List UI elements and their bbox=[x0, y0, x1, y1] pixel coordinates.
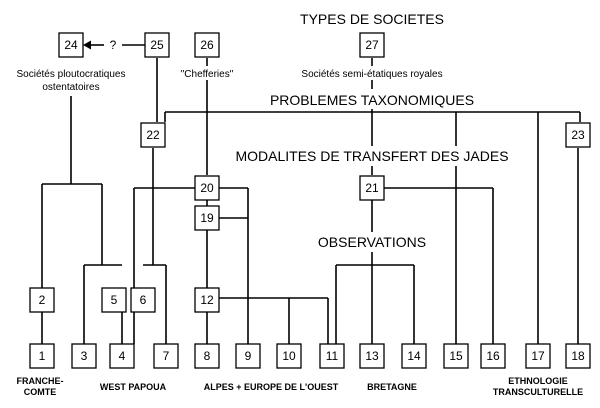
node-24: 24 bbox=[58, 32, 84, 58]
svg-text:6: 6 bbox=[140, 293, 147, 307]
node-13: 13 bbox=[359, 343, 385, 369]
group-ethnologie-line2: TRANSCULTURELLE bbox=[493, 387, 583, 397]
group-west-papoua: WEST PAPOUA bbox=[100, 382, 167, 392]
svg-text:26: 26 bbox=[200, 38, 214, 52]
group-bretagne: BRETAGNE bbox=[367, 382, 417, 392]
svg-text:16: 16 bbox=[486, 349, 500, 363]
node-1: 1 bbox=[29, 343, 55, 369]
node-27: 27 bbox=[359, 32, 385, 58]
type-labels: Sociétés ploutocratiques ostentatoires "… bbox=[10, 38, 448, 94]
svg-text:18: 18 bbox=[571, 349, 585, 363]
svg-text:5: 5 bbox=[111, 293, 118, 307]
node-2: 2 bbox=[29, 287, 55, 313]
group-franche-comte-line2: COMTE bbox=[24, 387, 57, 397]
node-23: 23 bbox=[565, 122, 591, 148]
svg-text:8: 8 bbox=[204, 349, 211, 363]
node-25: 25 bbox=[144, 32, 170, 58]
svg-text:14: 14 bbox=[407, 349, 421, 363]
header-modalites-transfert: MODALITES DE TRANSFERT DES JADES bbox=[235, 148, 508, 164]
nodes: 24 25 26 27 22 23 20 19 21 2 5 6 12 1 3 … bbox=[29, 32, 591, 369]
label-semi-etatiques: Sociétés semi-étatiques royales bbox=[301, 69, 442, 80]
header-observations: OBSERVATIONS bbox=[318, 234, 426, 250]
node-18: 18 bbox=[565, 343, 591, 369]
node-3: 3 bbox=[71, 343, 97, 369]
svg-text:20: 20 bbox=[200, 181, 214, 195]
label-ploutocratiques-line2: ostentatoires bbox=[42, 82, 99, 93]
svg-text:7: 7 bbox=[163, 349, 170, 363]
group-franche-comte-line1: FRANCHE- bbox=[17, 376, 64, 386]
svg-text:19: 19 bbox=[200, 211, 214, 225]
svg-text:13: 13 bbox=[365, 349, 379, 363]
svg-text:24: 24 bbox=[64, 38, 78, 52]
node-5: 5 bbox=[101, 287, 127, 313]
group-labels: FRANCHE- COMTE WEST PAPOUA ALPES + EUROP… bbox=[17, 376, 584, 397]
node-4: 4 bbox=[109, 343, 135, 369]
node-15: 15 bbox=[443, 343, 469, 369]
node-6: 6 bbox=[130, 287, 156, 313]
node-12: 12 bbox=[194, 287, 220, 313]
node-11: 11 bbox=[319, 343, 345, 369]
svg-text:12: 12 bbox=[200, 293, 214, 307]
section-headers: TYPES DE SOCIETES PROBLEMES TAXONOMIQUES… bbox=[235, 8, 509, 252]
label-ploutocratiques-line1: Sociétés ploutocratiques bbox=[17, 69, 126, 80]
svg-text:10: 10 bbox=[282, 349, 296, 363]
svg-text:3: 3 bbox=[81, 349, 88, 363]
svg-text:1: 1 bbox=[39, 349, 46, 363]
node-20: 20 bbox=[194, 175, 220, 201]
svg-text:2: 2 bbox=[39, 293, 46, 307]
svg-text:17: 17 bbox=[531, 349, 545, 363]
node-10: 10 bbox=[276, 343, 302, 369]
node-14: 14 bbox=[401, 343, 427, 369]
svg-text:11: 11 bbox=[326, 349, 339, 363]
header-types-de-societes: TYPES DE SOCIETES bbox=[300, 11, 444, 27]
node-17: 17 bbox=[525, 343, 551, 369]
node-7: 7 bbox=[153, 343, 179, 369]
node-22: 22 bbox=[140, 122, 166, 148]
svg-text:27: 27 bbox=[365, 38, 379, 52]
svg-text:15: 15 bbox=[449, 349, 463, 363]
node-26: 26 bbox=[194, 32, 220, 58]
svg-text:21: 21 bbox=[365, 181, 379, 195]
group-ethnologie-line1: ETHNOLOGIE bbox=[508, 376, 568, 386]
node-9: 9 bbox=[235, 343, 261, 369]
svg-text:4: 4 bbox=[119, 349, 126, 363]
svg-text:23: 23 bbox=[571, 128, 585, 142]
node-8: 8 bbox=[194, 343, 220, 369]
node-21: 21 bbox=[359, 175, 385, 201]
svg-text:9: 9 bbox=[245, 349, 252, 363]
svg-text:25: 25 bbox=[150, 38, 164, 52]
node-19: 19 bbox=[194, 205, 220, 231]
label-question-mark: ? bbox=[110, 38, 117, 52]
label-chefferies: "Chefferies" bbox=[181, 69, 234, 80]
edges bbox=[41, 40, 581, 344]
header-problemes-taxonomiques: PROBLEMES TAXONOMIQUES bbox=[270, 92, 474, 108]
svg-text:22: 22 bbox=[146, 128, 160, 142]
group-alpes-europe: ALPES + EUROPE DE L'OUEST bbox=[204, 382, 339, 392]
node-16: 16 bbox=[480, 343, 506, 369]
arrowhead-24 bbox=[83, 40, 91, 50]
